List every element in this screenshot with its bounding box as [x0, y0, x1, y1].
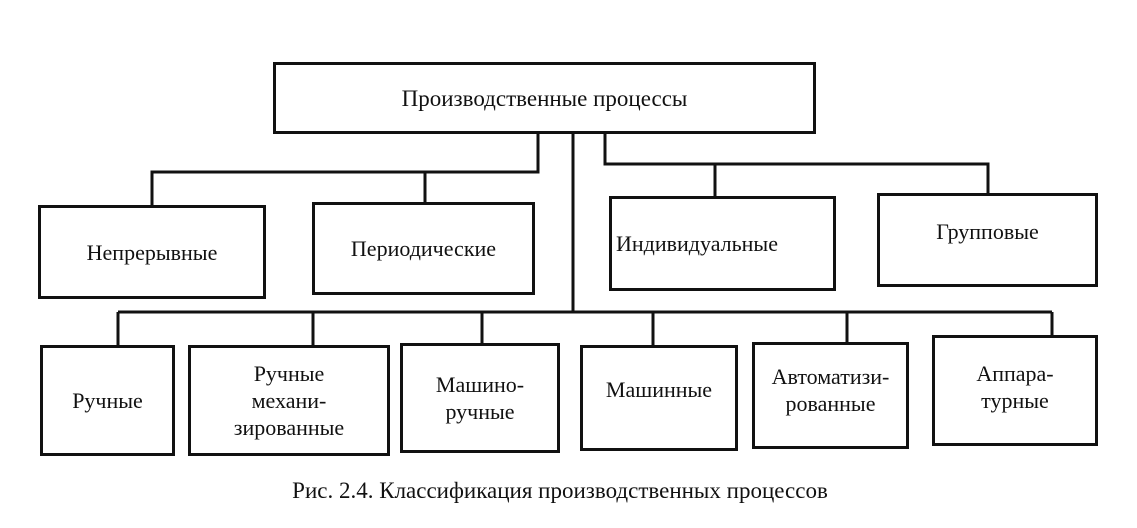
connector-continuity — [150, 133, 540, 205]
connector-scale — [603, 133, 990, 196]
label-line: турные — [981, 388, 1049, 413]
box-individual: Индивидуальные — [609, 196, 836, 291]
label-continuous: Непрерывные — [86, 239, 218, 265]
label-machine: Машинные — [605, 377, 713, 402]
box-group: Групповые — [877, 193, 1098, 287]
box-periodic: Периодические — [312, 202, 535, 295]
box-continuous: Непрерывные — [38, 205, 266, 299]
root-box: Производственные процессы — [273, 62, 816, 134]
label-line: зированные — [233, 415, 345, 440]
label-periodic: Периодические — [350, 236, 497, 261]
label-individual: Индивидуальные — [616, 231, 778, 256]
label-manual: Ручные — [72, 388, 143, 413]
box-automated: Автоматизи- рованные — [752, 342, 909, 449]
figure-caption: Рис. 2.4. Классификация производственных… — [292, 478, 828, 503]
label-line: рованные — [785, 391, 876, 416]
connector-mechanization — [116, 310, 1054, 345]
box-machine-manual: Машино- ручные — [400, 343, 560, 453]
box-machine: Машинные — [580, 345, 738, 451]
label-line: ручные — [445, 399, 515, 424]
box-manual: Ручные — [40, 345, 175, 456]
label-group: Групповые — [936, 219, 1039, 244]
root-label: Производственные процессы — [401, 85, 688, 111]
box-manual-mechanized: Ручные механи- зированные — [188, 345, 390, 456]
label-line: Ручные — [253, 361, 325, 386]
label-line: Аппара- — [976, 361, 1054, 386]
label-line: Автоматизи- — [771, 364, 890, 389]
label-line: механи- — [251, 388, 327, 413]
label-line: Машино- — [435, 372, 525, 397]
box-apparatus: Аппара- турные — [932, 335, 1098, 446]
